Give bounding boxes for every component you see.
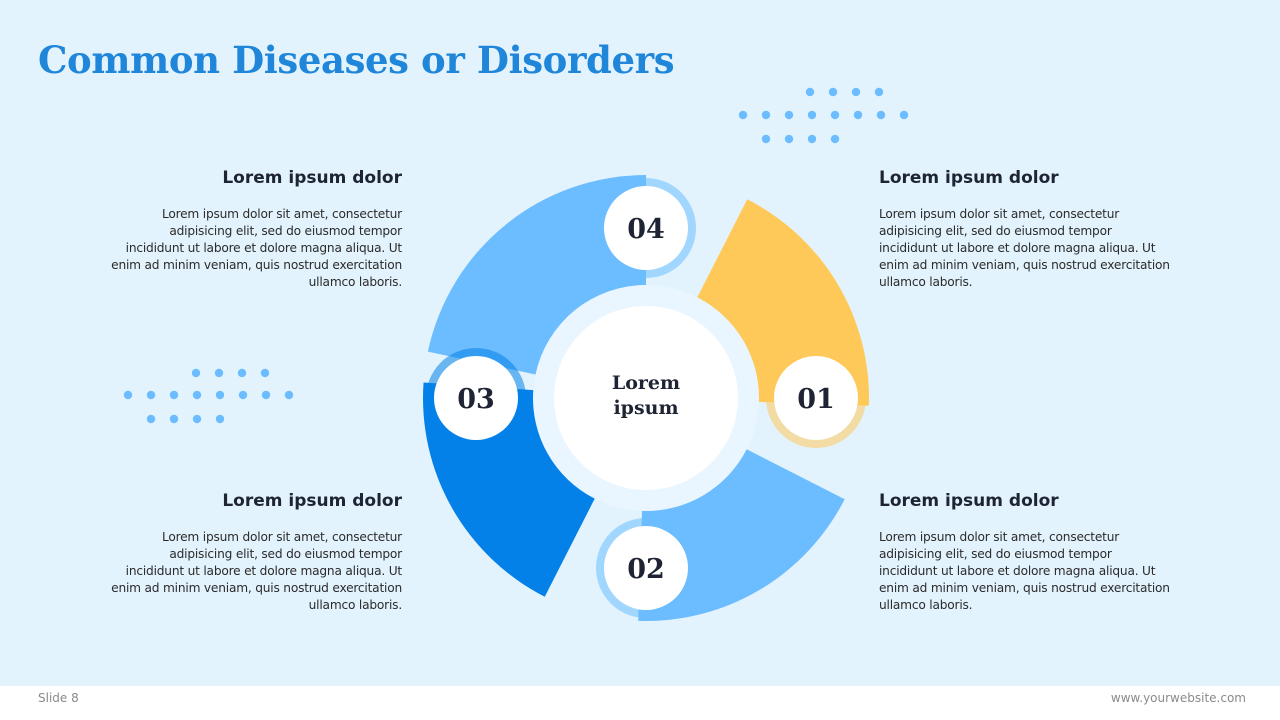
body-line: adipisicing elit, sed do eiusmod tempor bbox=[169, 224, 402, 238]
body-line: adipisicing elit, sed do eiusmod tempor bbox=[879, 224, 1112, 238]
step-bubble-02 bbox=[604, 526, 688, 610]
block-body: Lorem ipsum dolor sit amet, consectetur … bbox=[62, 529, 402, 614]
page-title: Common Diseases or Disorders bbox=[38, 38, 675, 82]
step-number-04: 04 bbox=[627, 214, 665, 245]
block-body: Lorem ipsum dolor sit amet, consectetur … bbox=[62, 206, 402, 291]
cycle-segment-04 bbox=[427, 175, 646, 375]
body-line: Lorem ipsum dolor sit amet, consectetur bbox=[161, 207, 402, 221]
body-line: ullamco laboris. bbox=[308, 275, 403, 289]
block-heading: Lorem ipsum dolor bbox=[222, 168, 402, 188]
step-number-02: 02 bbox=[627, 554, 665, 585]
body-line: ullamco laboris. bbox=[308, 598, 403, 612]
step-number-01: 01 bbox=[797, 384, 835, 415]
body-line: enim ad minim veniam, quis nostrud exerc… bbox=[111, 581, 402, 595]
block-heading: Lorem ipsum dolor bbox=[879, 491, 1059, 511]
text-block-bottom-left: Lorem ipsum dolor Lorem ipsum dolor sit … bbox=[62, 490, 402, 614]
block-body: Lorem ipsum dolor sit amet, consectetur … bbox=[879, 529, 1219, 614]
block-heading: Lorem ipsum dolor bbox=[222, 491, 402, 511]
body-line: incididunt ut labore et dolore magna ali… bbox=[879, 241, 1156, 255]
center-label-line-1: Lorem bbox=[612, 372, 680, 394]
block-body: Lorem ipsum dolor sit amet, consectetur … bbox=[879, 206, 1219, 291]
center-circle: Lorem ipsum bbox=[554, 306, 738, 490]
step-bubble-03 bbox=[434, 356, 518, 440]
text-block-top-right: Lorem ipsum dolor Lorem ipsum dolor sit … bbox=[879, 167, 1219, 291]
slide: Common Diseases or Disorders 01 02 03 04 Lo… bbox=[0, 0, 1280, 686]
body-line: ullamco laboris. bbox=[879, 275, 973, 289]
step-number-03: 03 bbox=[457, 384, 495, 415]
center-label-line-2: ipsum bbox=[613, 397, 678, 419]
cycle-bubbles: 01 02 03 04 bbox=[426, 178, 866, 618]
body-line: enim ad minim veniam, quis nostrud exerc… bbox=[111, 258, 402, 272]
body-line: enim ad minim veniam, quis nostrud exerc… bbox=[879, 581, 1170, 595]
body-line: incididunt ut labore et dolore magna ali… bbox=[125, 241, 403, 255]
body-line: Lorem ipsum dolor sit amet, consectetur bbox=[879, 207, 1120, 221]
body-line: incididunt ut labore et dolore magna ali… bbox=[879, 564, 1156, 578]
text-block-bottom-right: Lorem ipsum dolor Lorem ipsum dolor sit … bbox=[879, 490, 1219, 614]
website-link: www.yourwebsite.com bbox=[1110, 691, 1246, 705]
step-bubble-04 bbox=[604, 186, 688, 270]
body-line: incididunt ut labore et dolore magna ali… bbox=[125, 564, 403, 578]
block-heading: Lorem ipsum dolor bbox=[879, 168, 1059, 188]
body-line: Lorem ipsum dolor sit amet, consectetur bbox=[879, 530, 1120, 544]
body-line: Lorem ipsum dolor sit amet, consectetur bbox=[161, 530, 402, 544]
slide-number: Slide 8 bbox=[38, 691, 79, 705]
body-line: ullamco laboris. bbox=[879, 598, 973, 612]
body-line: enim ad minim veniam, quis nostrud exerc… bbox=[879, 258, 1170, 272]
body-line: adipisicing elit, sed do eiusmod tempor bbox=[169, 547, 402, 561]
body-line: adipisicing elit, sed do eiusmod tempor bbox=[879, 547, 1112, 561]
step-bubble-01 bbox=[774, 356, 858, 440]
text-block-top-left: Lorem ipsum dolor Lorem ipsum dolor sit … bbox=[62, 167, 402, 291]
